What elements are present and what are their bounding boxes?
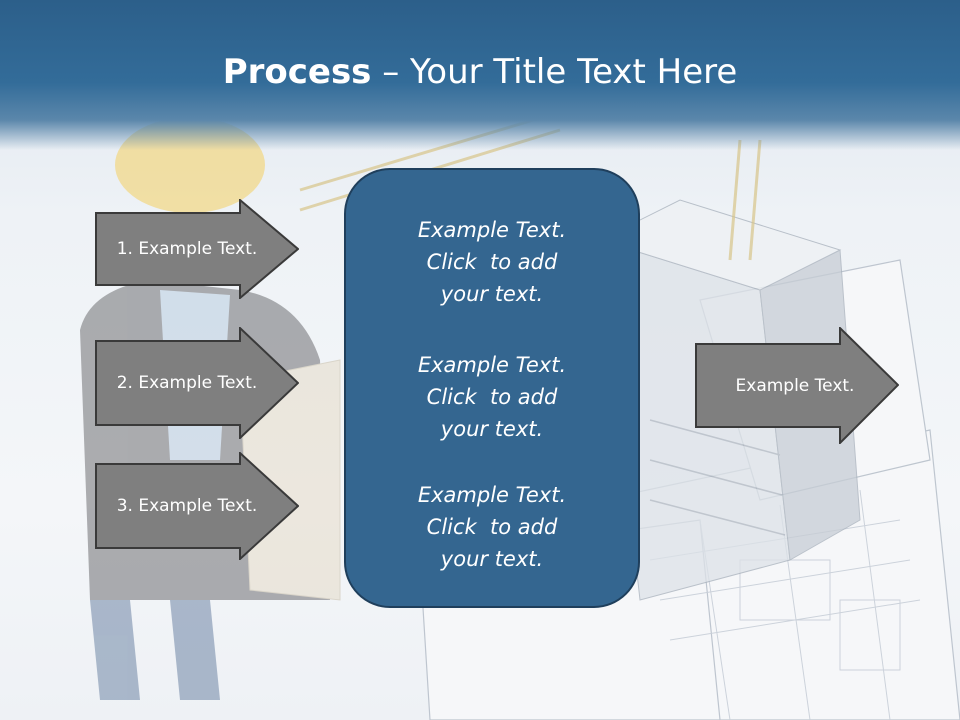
step-label-1: 1. Example Text. — [116, 239, 258, 259]
center-paragraph-1: Example Text. Click to add your text. — [346, 214, 638, 310]
arrow-shape — [95, 199, 299, 299]
center-line: your text. — [440, 282, 544, 306]
title-bold: Process — [222, 52, 372, 92]
arrow-shape — [95, 327, 299, 439]
center-text-box[interactable]: Example Text. Click to add your text. Ex… — [344, 168, 640, 608]
result-label: Example Text. — [735, 375, 855, 396]
step-label-3: 3. Example Text. — [116, 496, 258, 516]
result-arrow[interactable]: Example Text. — [695, 327, 899, 444]
center-line: your text. — [440, 417, 544, 441]
center-line: Example Text. — [417, 353, 567, 377]
center-paragraph-2: Example Text. Click to add your text. — [346, 349, 638, 445]
step-label-2: 2. Example Text. — [116, 373, 258, 393]
center-line: Click to add — [426, 385, 558, 409]
center-line: Example Text. — [417, 483, 567, 507]
arrow-shape — [95, 452, 299, 560]
center-line: Click to add — [426, 515, 558, 539]
step-arrow-3[interactable]: 3. Example Text. — [95, 452, 299, 560]
title-bar — [0, 0, 960, 150]
title-rest: – Your Title Text Here — [371, 52, 738, 92]
center-line: your text. — [440, 547, 544, 571]
arrow-shape — [695, 327, 899, 444]
slide-title: Process – Your Title Text Here — [0, 52, 960, 92]
step-arrow-2[interactable]: 2. Example Text. — [95, 327, 299, 439]
center-line: Click to add — [426, 250, 558, 274]
step-arrow-1[interactable]: 1. Example Text. — [95, 199, 299, 299]
center-paragraph-3: Example Text. Click to add your text. — [346, 479, 638, 575]
center-line: Example Text. — [417, 218, 567, 242]
